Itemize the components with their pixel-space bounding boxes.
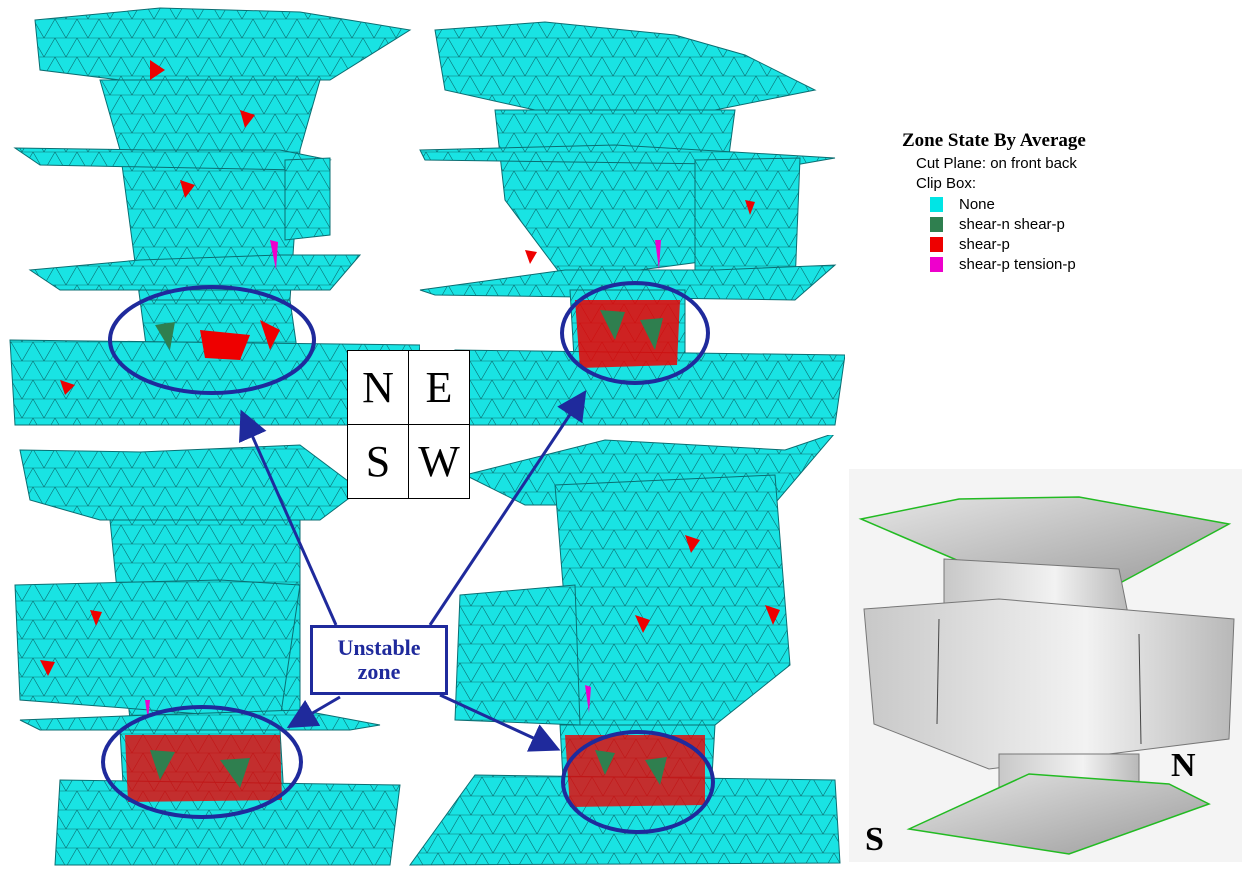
- legend-item-label: shear-p: [959, 235, 1010, 253]
- callout-line-1: Unstable: [337, 635, 421, 660]
- legend-swatch: [930, 196, 943, 212]
- legend-item-none: None: [930, 194, 1200, 214]
- photo-label-n: N: [1171, 747, 1196, 784]
- legend-item-shear-p: shear-p: [930, 234, 1200, 254]
- legend-item-shear-n-shear-p: shear-n shear-p: [930, 214, 1200, 234]
- legend-item-label: None: [959, 195, 995, 213]
- compass-w: W: [408, 424, 470, 499]
- mesh-view-north: [9, 7, 420, 426]
- callout-line-2: zone: [357, 659, 401, 684]
- mesh-view-south: [14, 444, 401, 866]
- legend-item-shear-p-tension-p: shear-p tension-p: [930, 254, 1200, 274]
- legend-item-label: shear-p tension-p: [959, 255, 1076, 273]
- compass-e: E: [408, 350, 470, 425]
- legend-clip-box: Clip Box:: [916, 175, 977, 192]
- mesh-view-west: [409, 435, 841, 866]
- model-3d-view: N S: [849, 469, 1242, 862]
- legend-item-label: shear-n shear-p: [959, 215, 1065, 233]
- model-3d-render: [858, 496, 1235, 855]
- compass-s: S: [347, 424, 409, 499]
- photo-label-s: S: [865, 821, 884, 858]
- legend: Zone State By Average Cut Plane: on fron…: [900, 130, 1200, 274]
- mesh-view-east: [419, 21, 845, 426]
- compass-n: N: [347, 350, 409, 425]
- legend-swatch: [930, 236, 943, 252]
- legend-swatch: [930, 216, 943, 232]
- legend-cut-plane: Cut Plane: on front back: [916, 155, 1077, 172]
- unstable-zone-callout: Unstable zone: [310, 625, 448, 695]
- legend-swatch: [930, 256, 943, 272]
- legend-title: Zone State By Average: [902, 130, 1086, 151]
- compass-grid: N E S W: [347, 350, 471, 500]
